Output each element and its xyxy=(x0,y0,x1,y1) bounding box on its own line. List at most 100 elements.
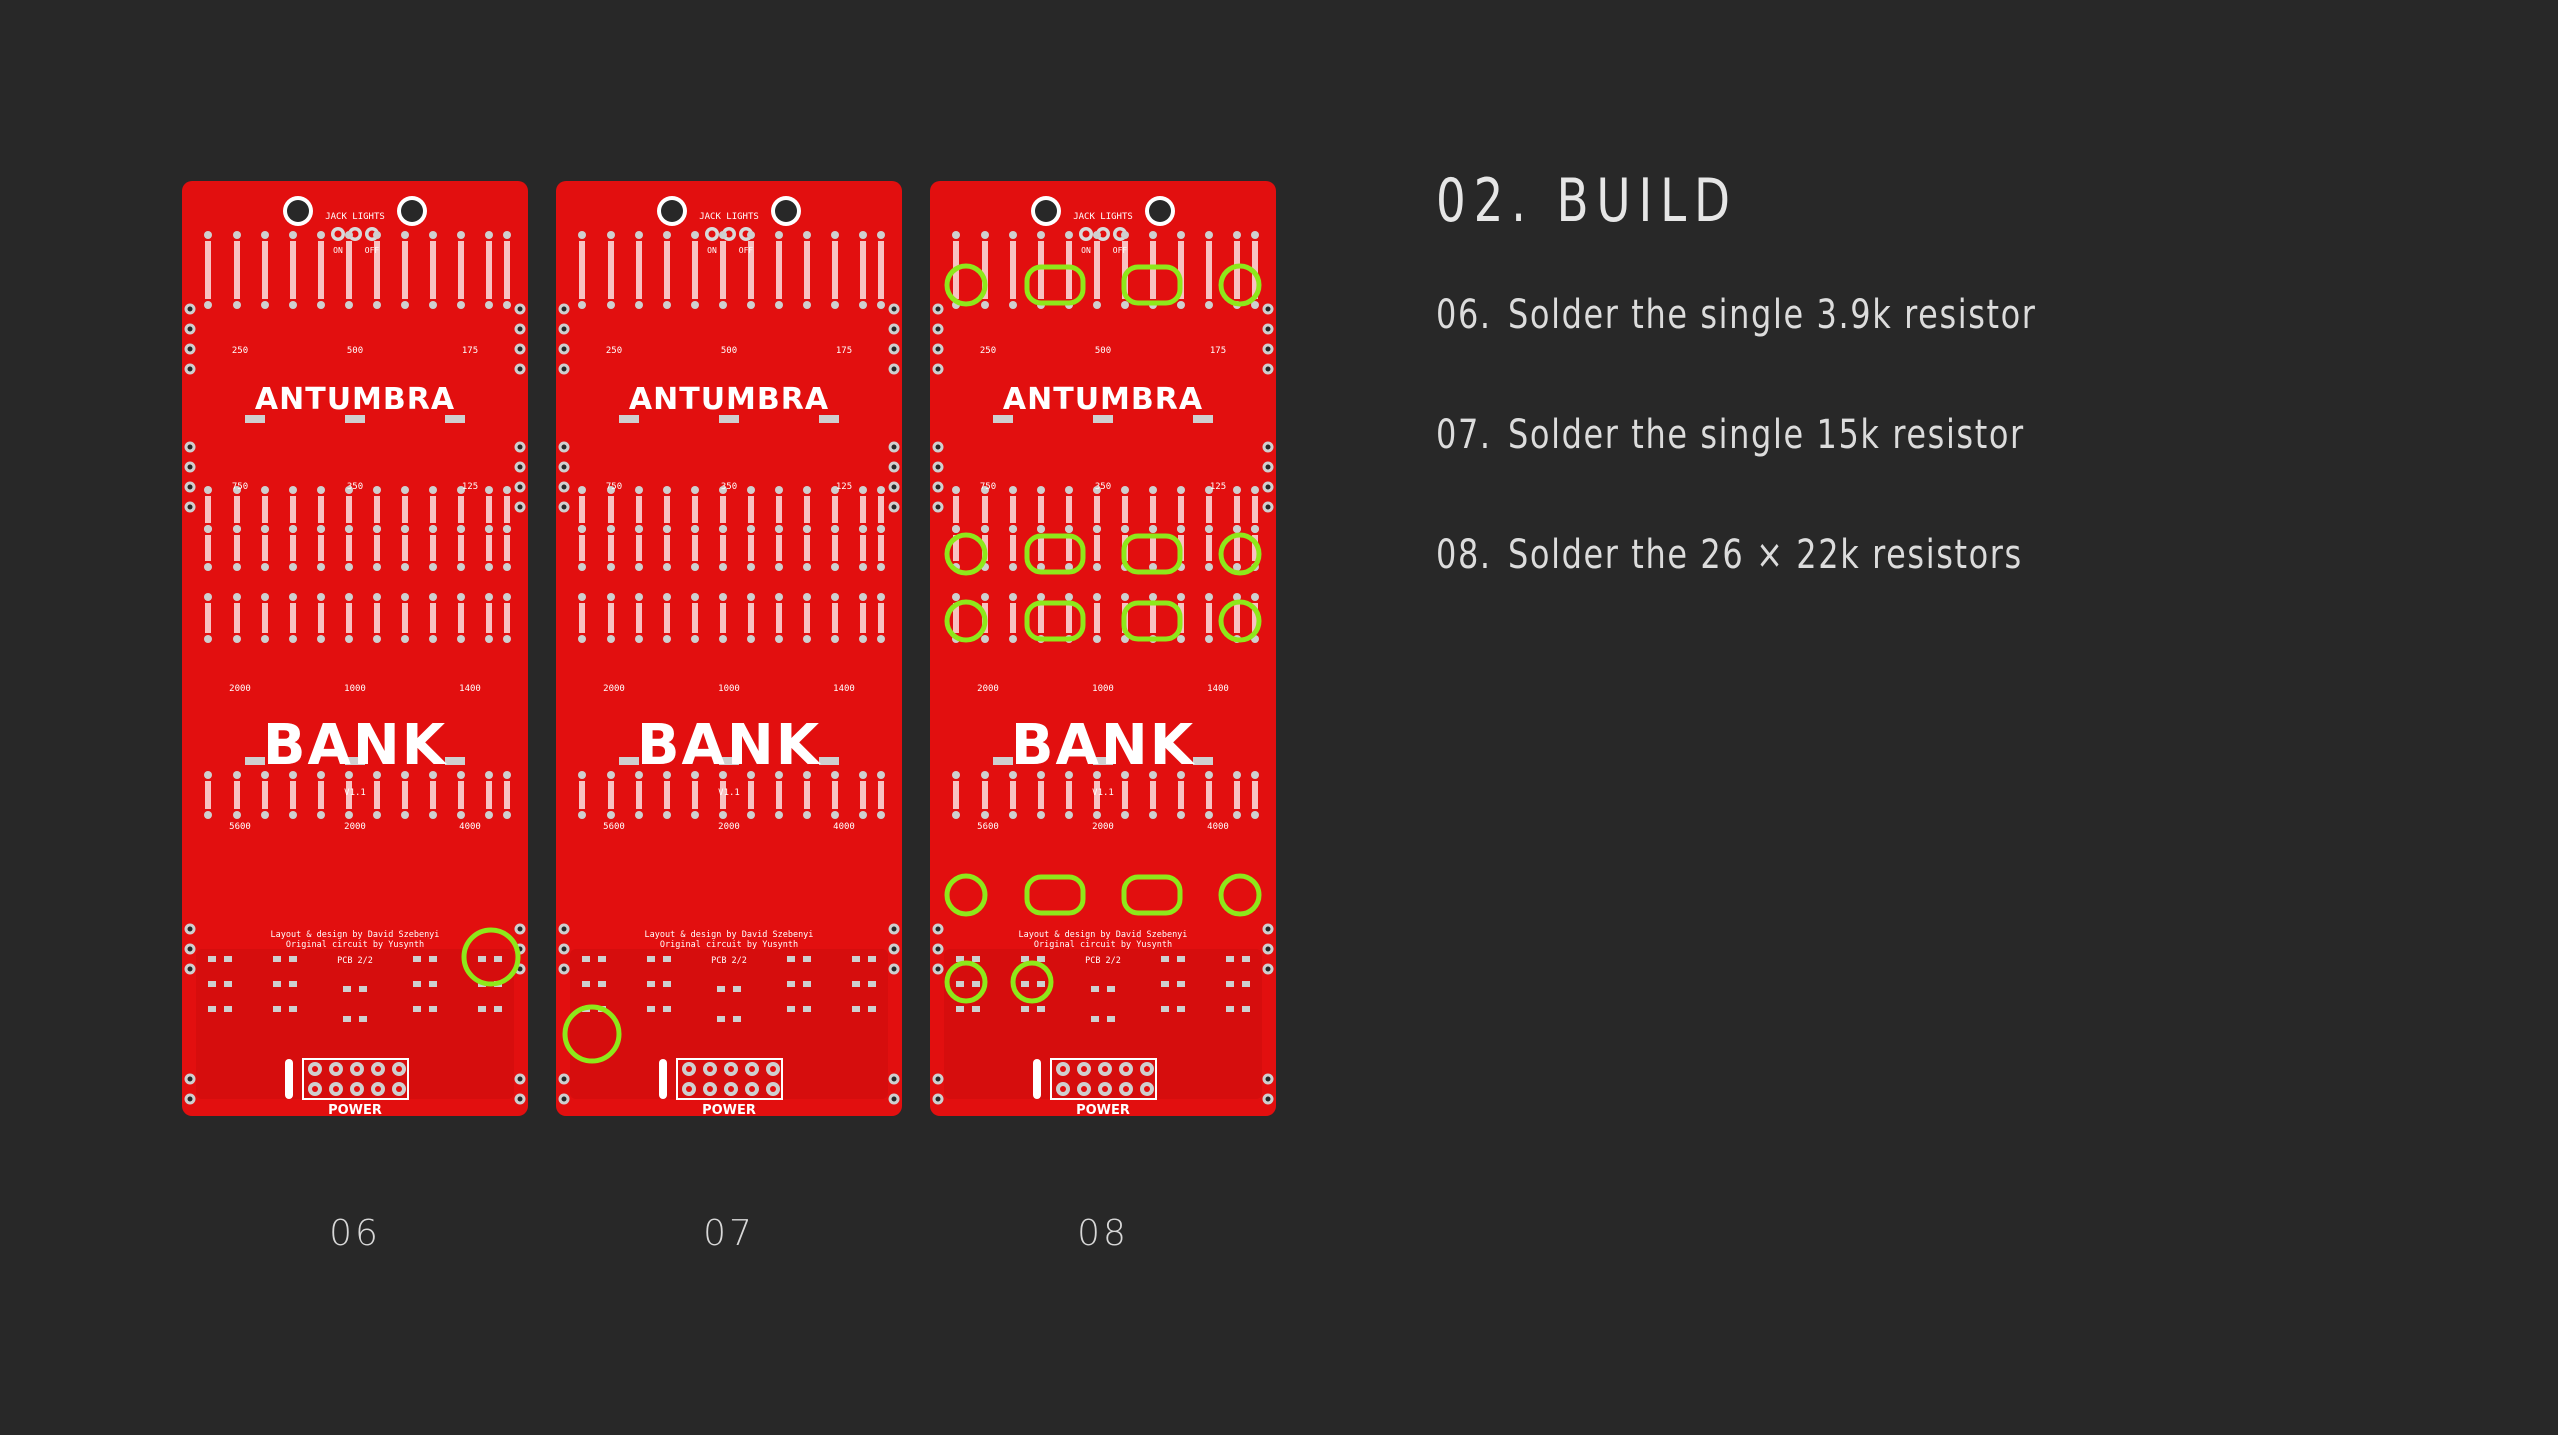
resistor-pad xyxy=(317,301,325,309)
resistor-outline xyxy=(664,781,670,809)
smd-pad xyxy=(208,1006,216,1012)
resistor-outline xyxy=(430,781,436,809)
resistor-pad xyxy=(1149,231,1157,239)
resistor-pad xyxy=(261,635,269,643)
resistor-pad xyxy=(485,525,493,533)
resistor-outline xyxy=(504,241,510,299)
resistor-outline xyxy=(1038,603,1044,633)
resistor-pad xyxy=(233,301,241,309)
pad-hole xyxy=(561,464,567,470)
value-label: 250 xyxy=(980,346,996,356)
resistor-pad xyxy=(1009,301,1017,309)
resistor-outline xyxy=(579,241,585,299)
resistor-pad xyxy=(859,563,867,571)
resistor-outline xyxy=(878,781,884,809)
smd-pad xyxy=(1242,956,1250,962)
value-label: 750 xyxy=(232,482,248,492)
resistor-pad xyxy=(981,811,989,819)
product-label: BANK xyxy=(1011,713,1196,778)
resistor-outline xyxy=(579,603,585,633)
resistor-pad xyxy=(1121,486,1129,494)
pad-hole xyxy=(935,464,941,470)
resistor-pad xyxy=(233,811,241,819)
resistor-pad xyxy=(719,301,727,309)
resistor-pad xyxy=(831,811,839,819)
resistor-pad xyxy=(1009,593,1017,601)
resistor-pad xyxy=(233,635,241,643)
resistor-pad xyxy=(289,635,297,643)
resistor-outline xyxy=(290,241,296,299)
value-label: 5600 xyxy=(603,822,625,832)
resistor-pad xyxy=(747,563,755,571)
resistor-pad xyxy=(877,811,885,819)
resistor-pad xyxy=(429,593,437,601)
resistor-pad xyxy=(877,486,885,494)
resistor-pad xyxy=(503,525,511,533)
value-label: 1400 xyxy=(459,684,481,694)
resistor-pad xyxy=(607,301,615,309)
pad-hole xyxy=(333,1066,339,1072)
smd-pad xyxy=(429,1006,437,1012)
smd-pad xyxy=(1091,1016,1099,1022)
smd-pad xyxy=(852,981,860,987)
pad-hole xyxy=(517,366,523,372)
resistor-outline xyxy=(1010,535,1016,561)
smd-pad xyxy=(598,956,606,962)
pad-hole xyxy=(187,966,193,972)
resistor-pad xyxy=(401,811,409,819)
resistor-pad xyxy=(1093,231,1101,239)
resistor-outline xyxy=(1150,241,1156,299)
highlight-ring xyxy=(1024,264,1086,306)
resistor-outline xyxy=(832,241,838,299)
smd-pad xyxy=(494,1006,502,1012)
resistor-pad xyxy=(457,525,465,533)
resistor-outline xyxy=(262,535,268,561)
mounting-hole xyxy=(401,200,423,222)
smd-pad xyxy=(429,981,437,987)
resistor-pad xyxy=(204,771,212,779)
resistor-outline xyxy=(402,241,408,299)
resistor-pad xyxy=(803,301,811,309)
smd-pad xyxy=(787,981,795,987)
resistor-pad xyxy=(485,301,493,309)
pad-hole xyxy=(187,484,193,490)
value-label: 2000 xyxy=(977,684,999,694)
smd-pad xyxy=(1242,1006,1250,1012)
resistor-pad xyxy=(261,593,269,601)
jumper-off-label: OFF xyxy=(365,246,380,255)
pad-hole xyxy=(351,230,359,238)
board-caption-06: 06 xyxy=(329,1213,381,1254)
pad-hole xyxy=(517,306,523,312)
value-label: 350 xyxy=(1095,482,1111,492)
resistor-outline xyxy=(804,781,810,809)
smd-pad xyxy=(1107,1016,1115,1022)
value-label: 5600 xyxy=(977,822,999,832)
resistor-pad xyxy=(1037,771,1045,779)
pad-hole xyxy=(891,444,897,450)
resistor-pad xyxy=(1177,486,1185,494)
pad-hole xyxy=(1060,1086,1066,1092)
resistor-pad xyxy=(485,771,493,779)
step-number: 07. xyxy=(1436,412,1492,458)
resistor-outline xyxy=(1010,603,1016,633)
pad-hole xyxy=(187,946,193,952)
smd-pad xyxy=(1161,1006,1169,1012)
resistor-outline xyxy=(1252,496,1258,523)
resistor-pad xyxy=(1251,593,1259,601)
pad-hole xyxy=(517,346,523,352)
resistor-pad xyxy=(691,593,699,601)
power-header-outline xyxy=(1050,1058,1157,1100)
resistor-pad xyxy=(775,563,783,571)
pad-hole xyxy=(1123,1066,1129,1072)
resistor-pad xyxy=(578,301,586,309)
resistor-pad xyxy=(1205,563,1213,571)
resistor-pad xyxy=(831,525,839,533)
resistor-pad xyxy=(401,486,409,494)
resistor-outline xyxy=(832,496,838,523)
resistor-pad xyxy=(831,593,839,601)
resistor-outline xyxy=(1066,241,1072,299)
resistor-pad xyxy=(345,593,353,601)
resistor-outline xyxy=(346,535,352,561)
